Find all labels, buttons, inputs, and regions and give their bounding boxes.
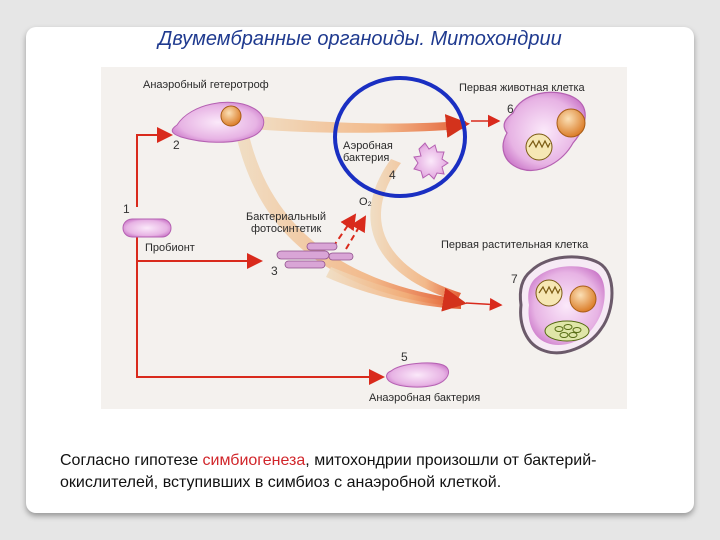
aerobic-bacterium-cell bbox=[413, 142, 449, 180]
label-bacterial-line1: Бактериальный bbox=[246, 211, 326, 223]
diagram-svg: Анаэробный гетеротроф Первая животная кл… bbox=[122, 76, 614, 404]
label-first-plant-cell: Первая растительная клетка bbox=[441, 239, 589, 251]
caption-before: Согласно гипотезе bbox=[60, 452, 203, 469]
arrow-probiont-to-anaerobic-bacterium bbox=[136, 261, 385, 385]
caption-highlight-symbiogenesis: симбиогенеза bbox=[202, 452, 306, 469]
caption-text: Согласно гипотезе симбиогенеза, митохонд… bbox=[60, 450, 680, 494]
plant-cell-chloroplast bbox=[544, 320, 590, 342]
symbiogenesis-diagram: Анаэробный гетеротроф Первая животная кл… bbox=[101, 67, 627, 409]
heterotroph-nucleus bbox=[220, 105, 242, 127]
band-photosynthetic-to-plant bbox=[326, 267, 461, 309]
number-3: 3 bbox=[271, 264, 278, 278]
arrow-band-head-plant bbox=[441, 287, 467, 312]
label-aerobic-bacterium-line2: бактерия bbox=[343, 152, 389, 164]
label-oxygen: O₂ bbox=[359, 196, 372, 208]
arrow-probiont-trunk bbox=[136, 127, 173, 207]
caption-after: , митохондрии произошли от бактерий-окис… bbox=[60, 452, 597, 491]
number-5: 5 bbox=[401, 350, 408, 364]
number-1: 1 bbox=[123, 202, 130, 216]
arrow-to-first-plant-cell bbox=[465, 297, 503, 311]
anaerobic-bacterium-cell bbox=[386, 362, 450, 388]
plant-cell-mitochondrion bbox=[535, 279, 563, 307]
slide-title: Двумембранные органоиды. Митохондрии bbox=[158, 28, 562, 50]
label-anaerobic-bacterium: Анаэробная бактерия bbox=[369, 392, 480, 404]
label-first-animal-cell: Первая животная клетка bbox=[459, 82, 586, 94]
animal-cell-nucleus bbox=[556, 108, 586, 138]
band-heterotroph-to-plant bbox=[237, 135, 459, 307]
arrow-oxygen-2 bbox=[345, 215, 367, 250]
number-7: 7 bbox=[511, 272, 518, 286]
anaerobic-heterotroph-cell bbox=[171, 101, 265, 143]
number-6: 6 bbox=[507, 102, 514, 116]
probiont-cell bbox=[122, 218, 172, 238]
label-aerobic-bacterium-line1: Аэробная bbox=[343, 140, 393, 152]
band-heterotroph-to-animal bbox=[251, 115, 466, 133]
photosynthetic-bacteria bbox=[276, 242, 354, 269]
band-bacterium-to-plant bbox=[370, 159, 461, 301]
label-probiont: Пробионт bbox=[145, 242, 195, 254]
mitochondria-highlight-circle bbox=[333, 76, 467, 198]
animal-cell-mitochondrion bbox=[525, 133, 553, 161]
number-4: 4 bbox=[389, 168, 396, 182]
number-2: 2 bbox=[173, 138, 180, 152]
arrow-oxygen-1 bbox=[332, 213, 357, 248]
label-bacterial-line2: фотосинтетик bbox=[251, 223, 322, 235]
label-anaerobic-heterotroph: Анаэробный гетеротроф bbox=[143, 79, 269, 91]
plant-cell-nucleus bbox=[569, 285, 597, 313]
